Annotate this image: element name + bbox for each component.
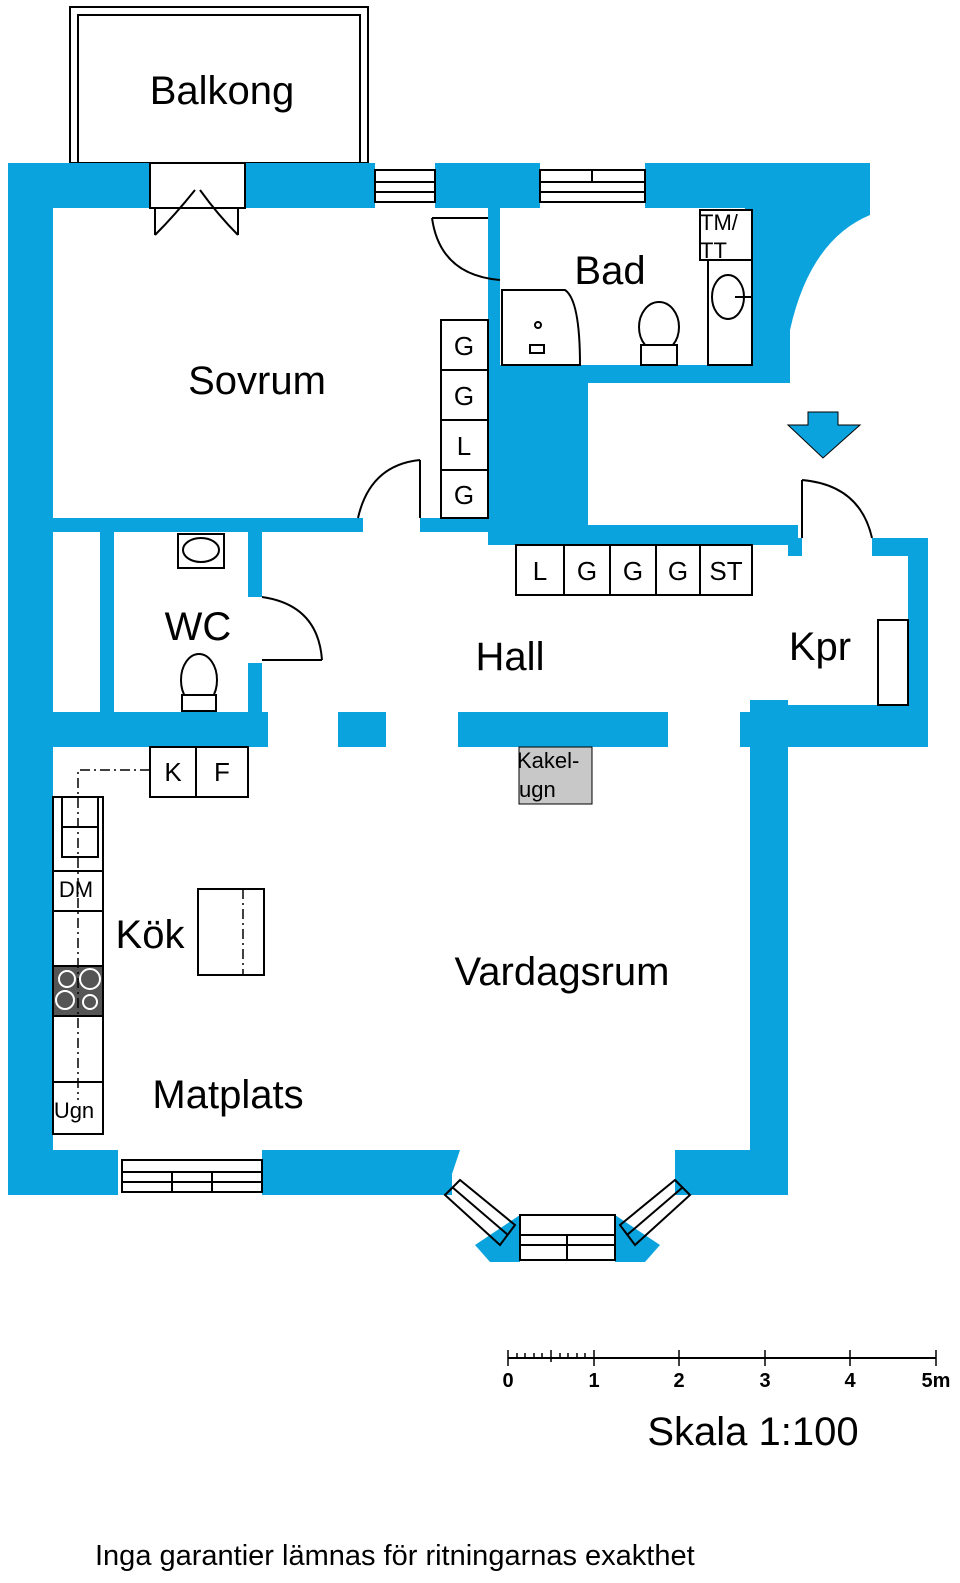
scale-label: Skala 1:100 [647,1410,858,1454]
kitchen-fixtures [52,746,265,1135]
label-tm: TM/ [700,210,739,235]
label-kakelugn-2: ugn [519,777,556,802]
room-vardagsrum: Vardagsrum [455,950,670,994]
room-balkong: Balkong [150,69,295,113]
label-f: F [214,757,230,787]
room-wc: WC [165,605,232,649]
kakelugn [518,746,593,805]
bathroom-fixtures [501,209,753,366]
scale-tick-4: 4 [844,1370,856,1392]
scale-tick-2: 2 [673,1370,684,1392]
wardrobe-horizontal [515,544,753,596]
windows [121,169,909,1261]
scale-tick-1: 1 [588,1370,599,1392]
wardrobe-h-2: G [623,556,643,586]
label-k: K [164,757,182,787]
label-ugn: Ugn [54,1098,94,1123]
room-kpr: Kpr [789,625,851,669]
label-dm: DM [59,877,93,902]
doors [149,162,873,661]
wardrobe-v-0: G [454,331,474,361]
wardrobe-vertical [440,319,489,519]
room-matplats: Matplats [152,1073,303,1117]
fixture-labels: TM/ TT G G L G L G G G ST K F DM Ugn Kak… [54,210,743,1123]
scale-tick-3: 3 [759,1370,770,1392]
room-sovrum: Sovrum [188,359,326,403]
wardrobe-h-0: L [533,556,547,586]
wardrobe-h-1: G [577,556,597,586]
wardrobe-v-2: L [457,431,471,461]
wardrobe-h-3: G [668,556,688,586]
wardrobe-h-4: ST [709,556,742,586]
wardrobe-v-3: G [454,480,474,510]
label-kakelugn-1: Kakel- [517,748,579,773]
disclaimer: Inga garantier lämnas för ritningarnas e… [95,1540,695,1572]
scale-tick-5: 5m [922,1370,951,1392]
label-tt: TT [700,238,727,263]
room-kok: Kök [116,913,186,957]
room-bad: Bad [574,249,645,293]
entrance-arrow-icon [786,411,862,459]
scale-tick-0: 0 [502,1370,513,1392]
wardrobe-v-1: G [454,381,474,411]
room-labels: Balkong Sovrum Bad WC Hall Kpr Kök Varda… [116,69,852,1117]
scale-bar: 0 1 2 3 4 5m Skala 1:100 [502,1350,950,1454]
walls [8,163,928,1262]
wc-fixtures [177,533,225,712]
room-hall: Hall [476,635,545,679]
